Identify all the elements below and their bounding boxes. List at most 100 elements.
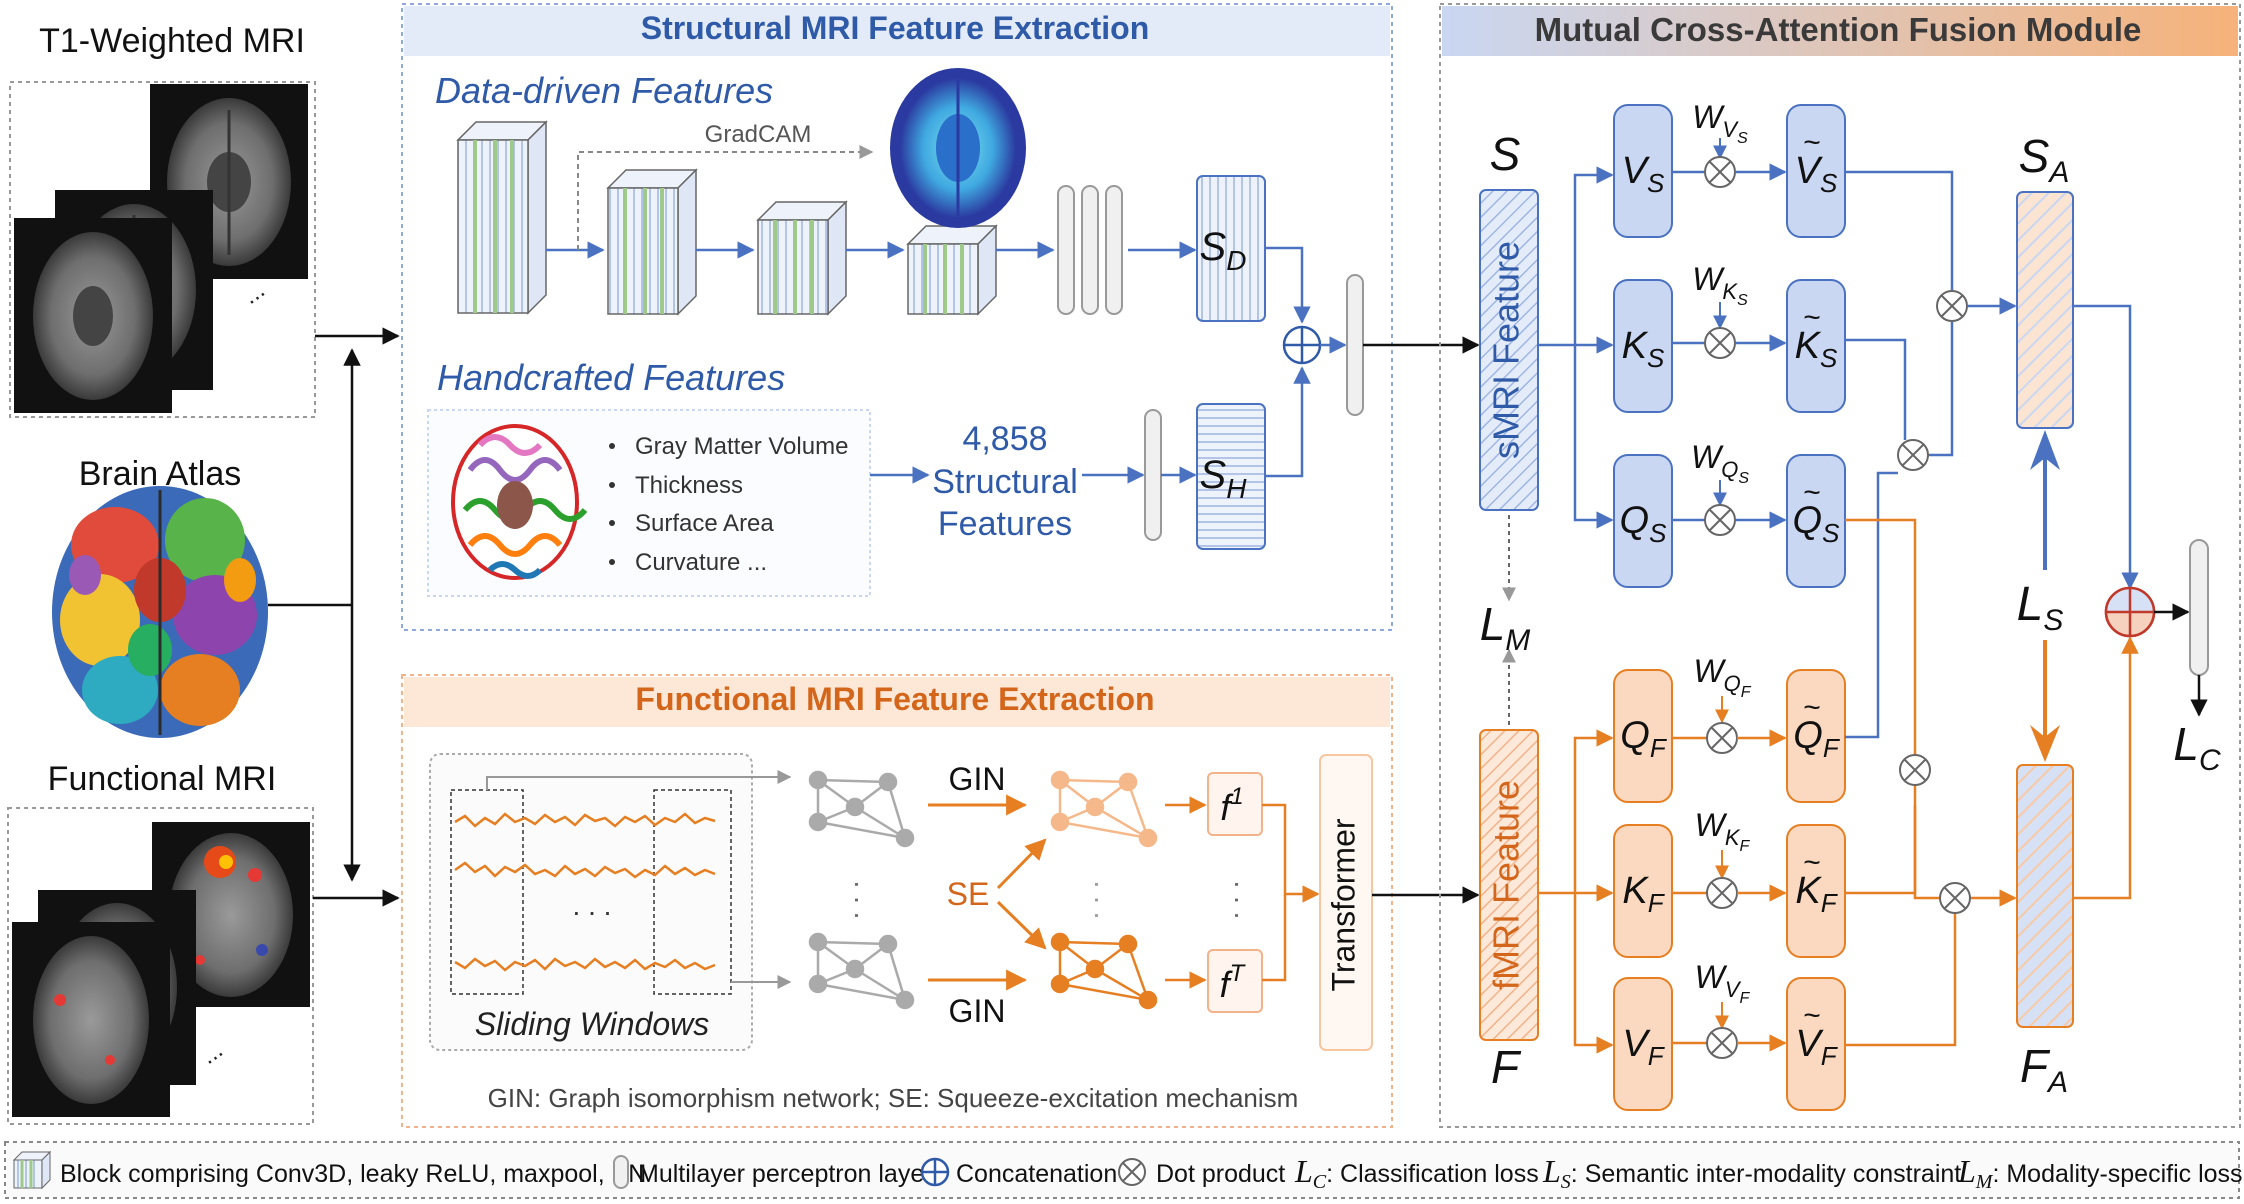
graph-gray-bottom bbox=[808, 932, 915, 1010]
gradcam-link: GradCAM bbox=[577, 121, 874, 250]
fmri-slice-1 bbox=[12, 922, 170, 1117]
graph-orange-top bbox=[1050, 770, 1158, 848]
svg-text:KS: KS bbox=[1622, 325, 1665, 373]
fa-to-concat bbox=[2073, 636, 2139, 900]
feature-surface-area: Surface Area bbox=[635, 510, 774, 537]
qf-row: QF WQF QF ~ bbox=[1613, 653, 1846, 803]
f1-embedding-node: f1 bbox=[1207, 772, 1263, 836]
cross-attention-wiring bbox=[1845, 170, 2017, 1047]
dot-product-ks bbox=[1704, 327, 1736, 359]
kf-tilde-node bbox=[1786, 824, 1846, 958]
gin-label-top: GIN bbox=[949, 761, 1006, 797]
qs-row: QS WQS QS ~ bbox=[1613, 439, 1846, 588]
fmri-feature-extraction-panel: Functional MRI Feature Extraction . . . … bbox=[401, 674, 1393, 1128]
vs-row: VS WVS VS ~ bbox=[1613, 99, 1846, 238]
ls-constraint-arrows: LS bbox=[2017, 430, 2063, 762]
dot-product-qf bbox=[1706, 722, 1738, 754]
graph-orange-dots: . . . bbox=[1089, 881, 1120, 920]
svg-text:~: ~ bbox=[1803, 476, 1821, 509]
transformer-block: Transformer bbox=[1319, 754, 1373, 1051]
svg-text:~: ~ bbox=[1803, 999, 1821, 1032]
se-label: SE bbox=[947, 876, 990, 912]
s-symbol: S bbox=[1490, 128, 1521, 180]
smri-panel-title: Structural MRI Feature Extraction bbox=[641, 10, 1150, 46]
lc-symbol: LC bbox=[2173, 718, 2221, 777]
feature-thickness: Thickness bbox=[635, 472, 743, 499]
w-qs-label: WQS bbox=[1691, 439, 1749, 487]
smri-feature-label: sMRI Feature bbox=[1486, 241, 1527, 459]
fmri-panel-title-bar bbox=[404, 677, 1390, 727]
fmri-ellipsis: ... bbox=[196, 1036, 228, 1070]
dot-product-attn-f2 bbox=[1939, 882, 1971, 914]
svg-text:VF: VF bbox=[1795, 1023, 1838, 1071]
inputs-column: T1-Weighted MRI ... Bra bbox=[7, 22, 400, 1125]
kf-row: KF WKF KF ~ bbox=[1613, 807, 1846, 958]
f-symbol: F bbox=[1491, 1041, 1522, 1093]
fa-symbol: FA bbox=[2020, 1040, 2068, 1099]
svg-text:~: ~ bbox=[1803, 126, 1821, 159]
svg-text:QS: QS bbox=[1793, 500, 1841, 548]
legend-lc: LC: Classification loss bbox=[1294, 1153, 1539, 1193]
svg-text:VF: VF bbox=[1622, 1023, 1665, 1071]
handcrafted-feature-list: Gray Matter Volume Thickness Surface Are… bbox=[609, 433, 848, 576]
sa-feature-bar bbox=[2016, 191, 2074, 429]
fmri-stack-frame bbox=[7, 807, 314, 1125]
concat-icon-fusion bbox=[2104, 586, 2156, 638]
sa-symbol: SA bbox=[2019, 130, 2070, 189]
brain-atlas-image bbox=[52, 486, 268, 738]
w-vf-label: WVF bbox=[1695, 959, 1751, 1007]
svg-text:KS: KS bbox=[1795, 325, 1838, 373]
feature-gray-matter-volume: Gray Matter Volume bbox=[635, 433, 848, 460]
svg-text:QF: QF bbox=[1793, 715, 1841, 763]
smri-feature-bar: sMRI Feature bbox=[1479, 189, 1539, 511]
vf-row: VF WVF VF ~ bbox=[1613, 959, 1846, 1111]
bold-time-series bbox=[454, 812, 716, 972]
mlp-layer-handcrafted bbox=[1144, 409, 1162, 541]
t1-stack-frame bbox=[9, 81, 316, 418]
sd-feature-node: SD bbox=[1196, 175, 1266, 322]
ks-tilde-node bbox=[1786, 279, 1846, 413]
smri-projection-routing bbox=[1538, 166, 1614, 529]
series-ellipsis: . . . bbox=[573, 890, 612, 921]
legend-ls: LS: Semantic inter-modality constraint bbox=[1542, 1153, 1961, 1193]
legend-mlp-text: Multilayer perceptron layer bbox=[638, 1160, 933, 1188]
ks-node bbox=[1613, 279, 1673, 413]
mlp-layer-classifier bbox=[2189, 539, 2209, 676]
svg-text:SH: SH bbox=[1200, 453, 1248, 504]
concat-icon-smri bbox=[1282, 325, 1322, 365]
dot-product-attn-s1 bbox=[1936, 290, 1968, 322]
ks-row: KS WKS KS ~ bbox=[1613, 261, 1846, 413]
embedding-dots: . . . bbox=[1229, 881, 1260, 920]
w-qf-label: WQF bbox=[1693, 653, 1751, 701]
features-word: Features bbox=[938, 505, 1072, 543]
w-vs-label: WVS bbox=[1692, 99, 1748, 147]
handcrafted-title: Handcrafted Features bbox=[437, 357, 785, 398]
fmri-panel-title: Functional MRI Feature Extraction bbox=[635, 681, 1154, 717]
t1-ellipsis: ... bbox=[238, 276, 270, 310]
svg-text:~: ~ bbox=[1803, 846, 1821, 879]
fusion-panel-frame bbox=[1439, 3, 2241, 1128]
legend-mlp-icon bbox=[613, 1155, 629, 1189]
fmri-slice-3 bbox=[152, 822, 310, 1007]
fa-feature-bar bbox=[2016, 764, 2074, 1028]
t1-slice-1 bbox=[14, 218, 172, 413]
smri-panel-title-bar bbox=[404, 6, 1390, 56]
graph-gray-top bbox=[808, 770, 915, 848]
cnn-block-1 bbox=[456, 120, 548, 315]
t1-weighted-mri-label: T1-Weighted MRI bbox=[39, 22, 305, 60]
fmri-footnote: GIN: Graph isomorphism network; SE: Sque… bbox=[488, 1083, 1299, 1113]
svg-text:~: ~ bbox=[1803, 301, 1821, 334]
legend-concat-icon bbox=[920, 1157, 950, 1187]
fmri-feature-bar: fMRI Feature bbox=[1479, 729, 1539, 1041]
fusion-title-bar bbox=[1442, 6, 2238, 56]
svg-text:VS: VS bbox=[1622, 150, 1665, 198]
dot-product-qs bbox=[1704, 504, 1736, 536]
sh-feature-node: SH bbox=[1196, 403, 1266, 550]
legend-dot-icon bbox=[1118, 1158, 1146, 1186]
cnn-block-2 bbox=[606, 168, 698, 316]
dot-product-kf bbox=[1706, 877, 1738, 909]
mlp-layer-smri-fused bbox=[1346, 274, 1364, 416]
structural-word: Structural bbox=[932, 463, 1078, 501]
legend: Block comprising Conv3D, leaky ReLU, max… bbox=[4, 1141, 2243, 1199]
svg-text:KF: KF bbox=[1795, 870, 1838, 918]
